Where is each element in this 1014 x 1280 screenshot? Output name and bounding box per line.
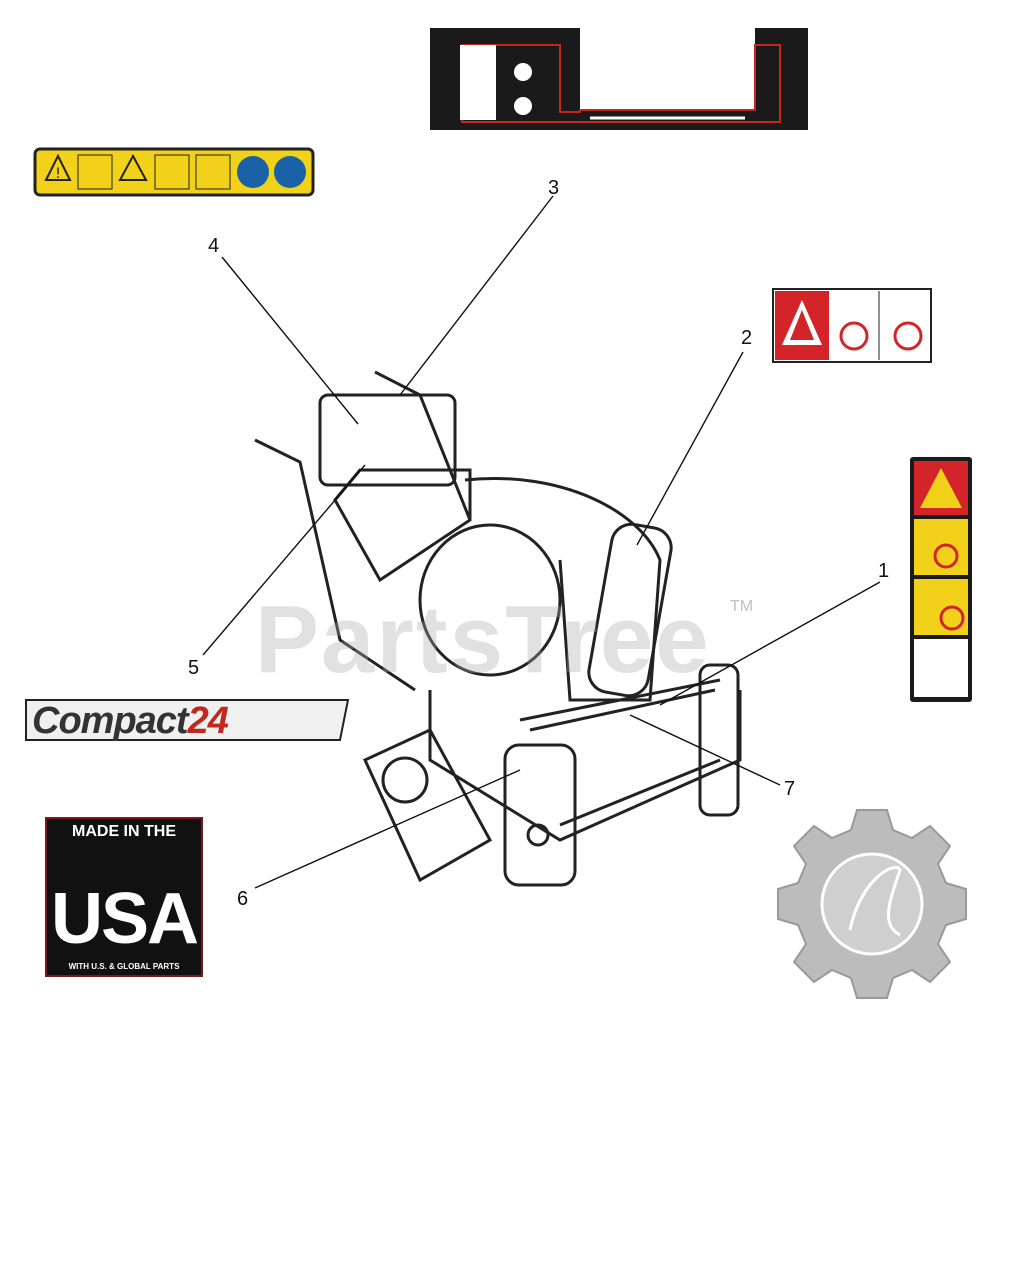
leader-lines [202,195,881,889]
usa-badge-line1: MADE IN THE [72,823,176,840]
snowblower-machine [254,370,742,887]
usa-badge-big: USA [50,879,199,959]
callout-3[interactable]: 3 [548,177,560,199]
usa-badge-small: WITH U.S. & GLOBAL PARTS [68,962,180,971]
warning-decal-2[interactable] [772,288,932,363]
made-in-usa-badge: MADE IN THE USA WITH U.S. & GLOBAL PARTS [45,817,203,977]
gear-badge-icon [777,809,967,999]
callout-2[interactable]: 2 [741,327,753,349]
vertical-warning-decal[interactable] [910,457,972,702]
watermark-tm: TM [730,598,754,615]
svg-text:!: ! [55,166,61,182]
control-panel-decal[interactable] [430,28,808,130]
safety-icon-strip-decal[interactable]: ! [33,147,315,197]
callout-6[interactable]: 6 [237,888,249,910]
compact-word: Compact [32,700,189,742]
watermark: PartsTree [255,586,711,693]
compact-number: 24 [187,700,229,742]
compact24-logo-bg [25,699,350,741]
callout-5[interactable]: 5 [188,657,200,679]
callout-1[interactable]: 1 [878,560,890,582]
compact24-logo: Compact24 [26,700,348,742]
callout-7[interactable]: 7 [784,778,796,800]
callout-4[interactable]: 4 [208,235,220,257]
